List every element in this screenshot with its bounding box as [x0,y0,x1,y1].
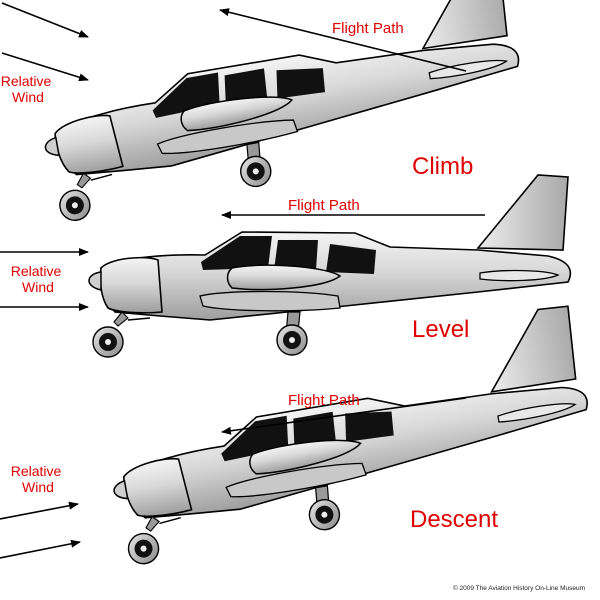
climb-relative-wind-arrow-lower [1,52,89,82]
descent-aircraft [95,303,600,568]
copyright-notice: © 2009 The Aviation History On-Line Muse… [453,584,585,592]
descent-state-label: Descent [410,506,498,533]
climb-aircraft [26,0,534,225]
descent-flight-path-label: Flight Path [288,392,360,409]
climb-relative-wind-arrow-upper [1,2,89,38]
descent-relative-wind-arrow-lower [0,539,81,559]
level-panel: Flight Path Relative Wind Level [0,174,572,358]
descent-relative-wind-label: Relative Wind [11,463,65,495]
descent-flight-path-arrow [221,397,467,435]
climb-panel: Flight Path Relative Wind Climb [1,0,534,225]
climb-flight-path-arrow [219,8,467,72]
climb-relative-wind-label: Relative Wind [1,73,55,105]
descent-panel: Flight Path Relative Wind Descent [0,303,600,568]
descent-relative-wind-arrow-upper [0,501,79,520]
level-relative-wind-label: Relative Wind [11,263,65,295]
climb-flight-path-label: Flight Path [332,20,404,37]
climb-state-label: Climb [412,153,473,180]
level-state-label: Level [412,316,469,343]
level-flight-path-label: Flight Path [288,197,360,214]
